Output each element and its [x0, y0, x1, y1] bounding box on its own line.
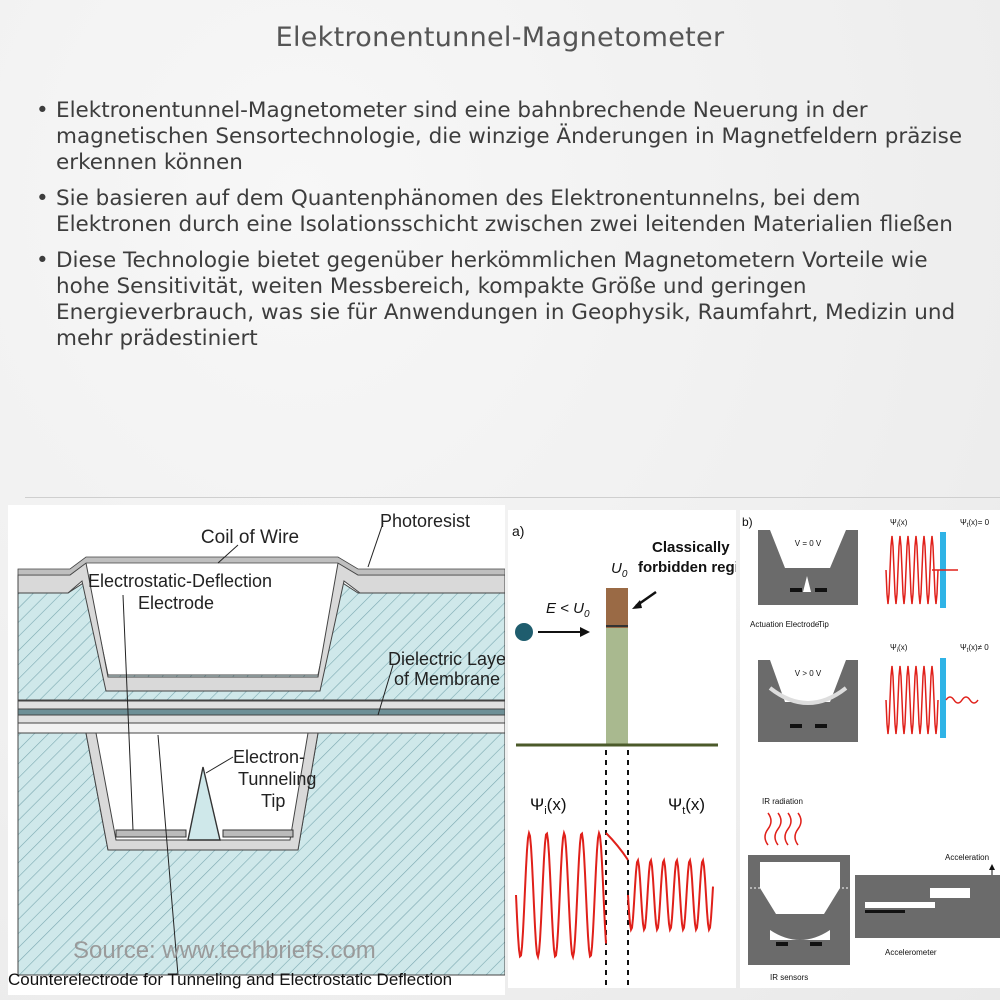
label-electrode-2: Electrode [138, 593, 214, 613]
sensor-housing-mid [758, 660, 858, 742]
svg-text:V = 0 V: V = 0 V [795, 539, 822, 548]
svg-text:Ψi(x): Ψi(x) [890, 643, 908, 654]
svg-text:V > 0 V: V > 0 V [795, 669, 822, 678]
membrane-band [17, 700, 505, 710]
application-figure: b) V = 0 V Actuation Electrode Tip Ψi(x)… [740, 510, 1000, 988]
label-classically-2: forbidden region [638, 559, 736, 576]
bullet-list: • Elektronentunnel-Magnetometer sind eine… [30, 98, 980, 362]
barrier-top [606, 588, 628, 628]
label-dielectric-2: of Membrane [394, 669, 500, 689]
bullet-dot-icon: • [36, 248, 49, 273]
membrane-band [17, 708, 505, 716]
bullet-text: Diese Technologie bietet gegenüber herkö… [56, 248, 956, 351]
svg-text:IR radiation: IR radiation [762, 797, 803, 806]
incident-wave [515, 829, 607, 961]
bullet-item: • Diese Technologie bietet gegenüber herk… [30, 248, 980, 352]
sensor-housing-top [758, 530, 858, 605]
bullet-item: • Sie basieren auf dem Quantenphänomen de… [30, 186, 980, 238]
membrane-band [17, 722, 505, 734]
label-classically-1: Classically [652, 539, 730, 556]
barrier-bar [940, 658, 946, 738]
label-energy: E < U0 [546, 600, 590, 620]
label-electrode-1: Electrostatic-Deflection [88, 571, 272, 591]
svg-text:Ψi(x): Ψi(x) [890, 518, 908, 529]
svg-text:Actuation Electrode: Actuation Electrode [750, 620, 820, 629]
page-title: Elektronentunnel-Magnetometer [275, 22, 725, 53]
magnetometer-cross-section-figure: Coil of Wire Photoresist Electrostatic-D… [8, 505, 505, 995]
coil-layer [17, 556, 505, 576]
particle-icon [515, 623, 533, 641]
label-psi-t: Ψt(x) [668, 795, 705, 817]
label-tip-1: Electron- [233, 747, 305, 767]
svg-text:Ψt(x)≠ 0: Ψt(x)≠ 0 [960, 643, 989, 654]
label-coil: Coil of Wire [201, 527, 299, 548]
decay-wave [605, 832, 629, 861]
bullet-text: Sie basieren auf dem Quantenphänomen des… [56, 186, 953, 237]
svg-text:Acceleration: Acceleration [945, 853, 989, 862]
svg-text:Accelerometer: Accelerometer [885, 948, 937, 957]
divider [25, 497, 1000, 498]
barrier [606, 628, 628, 745]
transmitted-wave [627, 857, 714, 933]
photoresist-layer [17, 562, 505, 692]
deflection-electrode [222, 829, 294, 838]
bullet-dot-icon: • [36, 186, 49, 211]
ir-sensor-housing [748, 855, 850, 965]
bullet-dot-icon: • [36, 98, 49, 123]
label-photoresist: Photoresist [380, 511, 470, 531]
svg-text:IR sensors: IR sensors [770, 973, 808, 982]
label-psi-i: Ψi(x) [530, 795, 566, 817]
tunneling-tip [187, 766, 221, 841]
label-counterelectrode: Counterelectrode for Tunneling and Elect… [8, 970, 452, 989]
bullet-item: • Elektronentunnel-Magnetometer sind eine… [30, 98, 980, 176]
cavity-floor [85, 732, 319, 851]
deflection-electrode [115, 829, 187, 838]
label-b: b) [742, 515, 753, 529]
tunneling-barrier-figure: a) U0 Classically forbidden region E < U… [508, 510, 736, 988]
source-label: Source: www.techbriefs.com [73, 937, 376, 964]
svg-text:Ψt(x)= 0: Ψt(x)= 0 [960, 518, 990, 529]
svg-text:Tip: Tip [818, 620, 829, 629]
label-tip-3: Tip [261, 791, 285, 811]
label-a: a) [512, 523, 524, 539]
label-dielectric-1: Dielectric Layer [388, 649, 505, 669]
label-tip-2: Tunneling [238, 769, 316, 789]
bullet-text: Elektronentunnel-Magnetometer sind eine … [56, 98, 963, 175]
membrane-band [17, 714, 505, 724]
label-u0: U0 [611, 560, 628, 580]
